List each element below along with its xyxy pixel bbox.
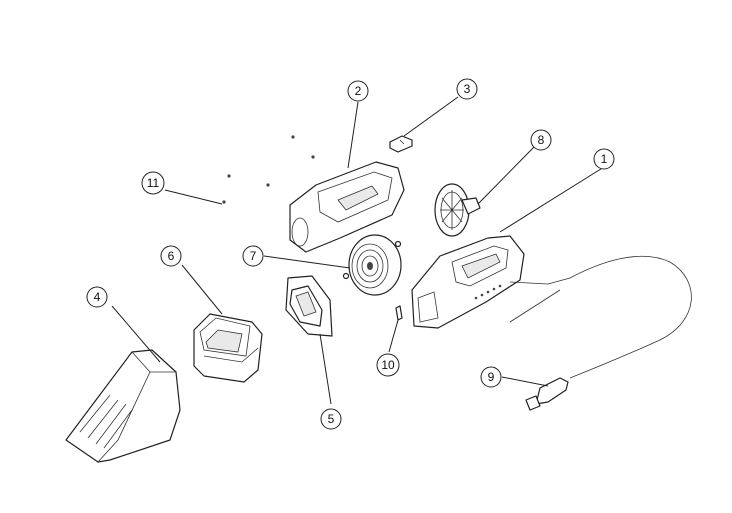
- svg-text:4: 4: [94, 290, 101, 304]
- part-nozzle: [65, 349, 181, 463]
- callout-11: 11: [141, 171, 165, 195]
- part-motor: [342, 234, 402, 296]
- callout-8: 8: [530, 129, 552, 151]
- part-screws: [222, 135, 315, 204]
- svg-text:6: 6: [168, 249, 175, 263]
- part-power-cord: [509, 255, 692, 411]
- svg-text:2: 2: [355, 84, 362, 98]
- callout-7: 7: [242, 245, 264, 267]
- part-fan: [434, 183, 481, 237]
- callout-5: 5: [320, 408, 342, 430]
- svg-text:9: 9: [488, 370, 495, 384]
- svg-text:1: 1: [601, 152, 608, 166]
- svg-text:10: 10: [381, 358, 395, 372]
- svg-text:8: 8: [538, 133, 545, 147]
- part-main-body: [411, 235, 525, 329]
- callout-2: 2: [347, 80, 369, 102]
- part-filter: [193, 313, 263, 383]
- callout-10: 10: [376, 353, 400, 377]
- svg-text:7: 7: [250, 249, 257, 263]
- leader-lines: [111, 96, 605, 405]
- part-upper-housing: [289, 161, 405, 253]
- svg-text:11: 11: [147, 176, 160, 190]
- callout-6: 6: [160, 245, 182, 267]
- callout-4: 4: [86, 286, 108, 308]
- callout-3: 3: [456, 78, 478, 100]
- part-switch: [389, 135, 413, 153]
- callout-9: 9: [480, 366, 502, 388]
- part-screw: [395, 305, 403, 321]
- callout-1: 1: [593, 148, 615, 170]
- part-filter-holder: [285, 275, 333, 337]
- svg-text:5: 5: [328, 412, 335, 426]
- svg-text:3: 3: [464, 82, 471, 96]
